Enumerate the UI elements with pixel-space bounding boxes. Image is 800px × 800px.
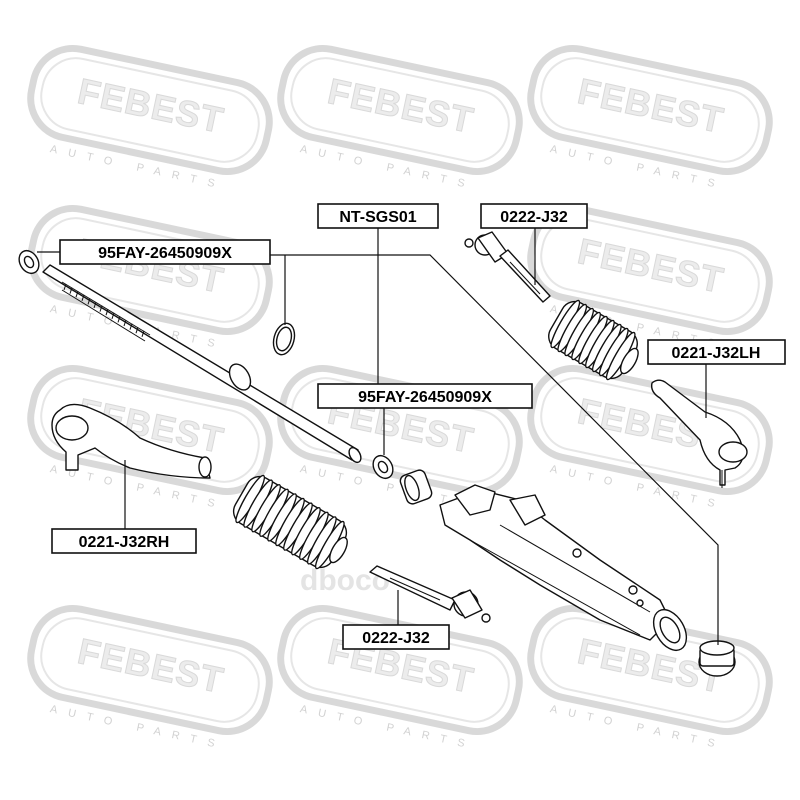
watermark-brand: FEBEST <box>74 630 227 701</box>
leader-lines <box>37 227 719 645</box>
rack-shaft <box>42 264 362 464</box>
watermark-brand: FEBEST <box>574 70 727 141</box>
bellows-boot-bottom <box>232 474 348 570</box>
label-inner-rod-bottom: 0222-J32 <box>342 624 450 650</box>
inner-tie-rod-bottom <box>369 565 491 623</box>
ring-seal-middle <box>372 454 394 480</box>
tie-rod-end-left <box>650 379 748 488</box>
label-boot-kit-upper: 95FAY-26450909X <box>59 239 271 265</box>
rack-bushing <box>399 469 433 505</box>
label-boot-kit-middle-text: 95FAY-26450909X <box>358 389 492 406</box>
tie-rod-end-right <box>51 403 212 479</box>
mount-bushing <box>698 640 736 677</box>
inner-tie-rod-top <box>464 231 551 303</box>
label-kit-top: NT-SGS01 <box>317 203 439 229</box>
label-boot-kit-upper-text: 95FAY-26450909X <box>98 245 232 262</box>
label-tie-rod-end-left-text: 0221-J32LH <box>672 345 761 362</box>
label-boot-kit-middle: 95FAY-26450909X <box>317 383 533 409</box>
watermark-brand: FEBEST <box>74 70 227 141</box>
label-kit-top-text: NT-SGS01 <box>339 209 416 226</box>
label-tie-rod-end-right-text: 0221-J32RH <box>79 534 170 551</box>
label-inner-rod-bottom-text: 0222-J32 <box>362 630 430 647</box>
label-inner-rod-top: 0222-J32 <box>480 203 588 229</box>
bellows-boot-top <box>548 299 639 381</box>
label-tie-rod-end-left: 0221-J32LH <box>647 339 786 365</box>
label-inner-rod-top-text: 0222-J32 <box>500 209 568 226</box>
o-ring <box>272 322 296 356</box>
label-tie-rod-end-right: 0221-J32RH <box>51 528 197 554</box>
ring-seal-top-left <box>18 249 40 275</box>
steering-gear-housing <box>439 484 688 651</box>
watermark-brand: FEBEST <box>324 70 477 141</box>
watermark-brand: FEBEST <box>574 230 727 301</box>
